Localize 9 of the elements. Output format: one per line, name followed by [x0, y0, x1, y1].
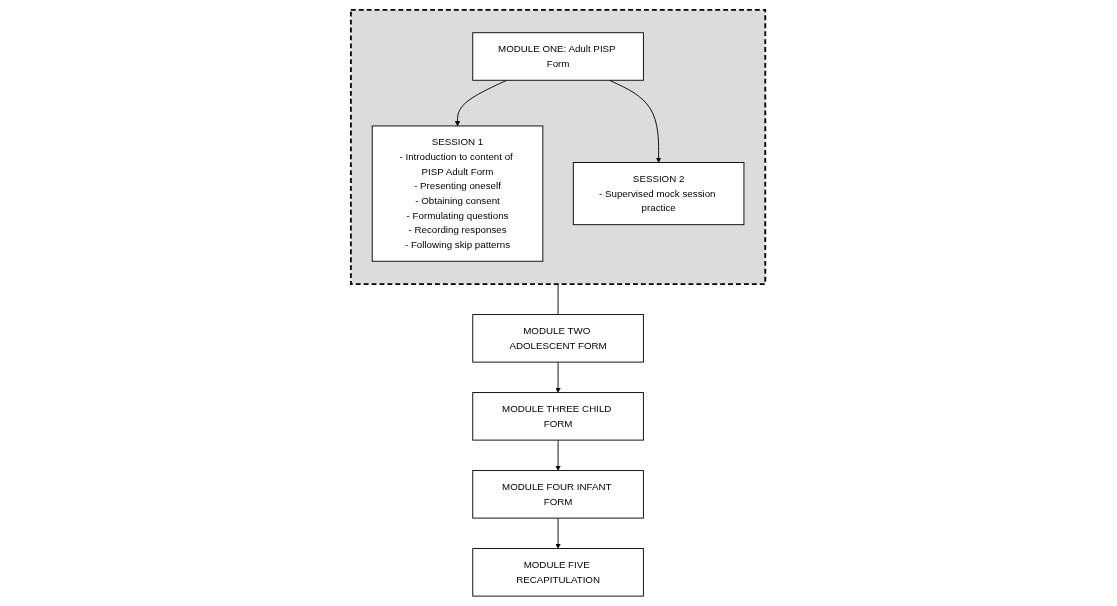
node-box: SESSION 1 - Introduction to content of PISP Adult Form - Presenting oneself - Obtaining consent - Formulating questions - Recording responses - Following skip patterns — [372, 125, 544, 262]
node-box: MODULE FIVE RECAPITULATION — [472, 548, 645, 597]
cluster — [350, 8, 767, 285]
node-box: MODULE ONE: Adult PISP Form — [472, 32, 645, 81]
node-box: MODULE TWO ADOLESCENT FORM — [472, 314, 645, 363]
connector — [558, 283, 559, 316]
node-box: SESSION 2 - Supervised mock session practice — [573, 162, 745, 226]
node-box: MODULE FOUR INFANT FORM — [472, 470, 645, 519]
node-box: MODULE THREE CHILD FORM — [472, 392, 645, 441]
